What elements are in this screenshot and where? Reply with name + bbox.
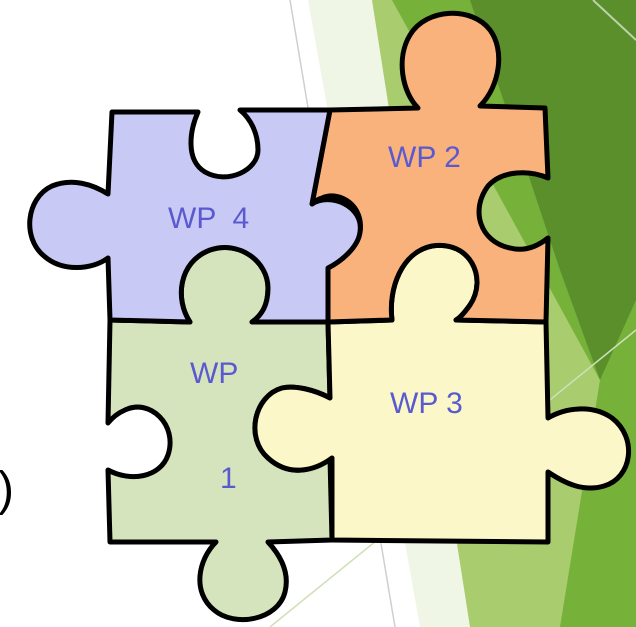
wp4-label: WP 4 <box>168 202 249 235</box>
wp2-label: WP 2 <box>388 141 461 174</box>
wp1-label-line1: WP <box>190 357 238 390</box>
wp1-label-line2: 1 <box>220 462 237 495</box>
cropped-text-fragment: ) <box>0 463 14 516</box>
wp3-label: WP 3 <box>390 387 463 420</box>
